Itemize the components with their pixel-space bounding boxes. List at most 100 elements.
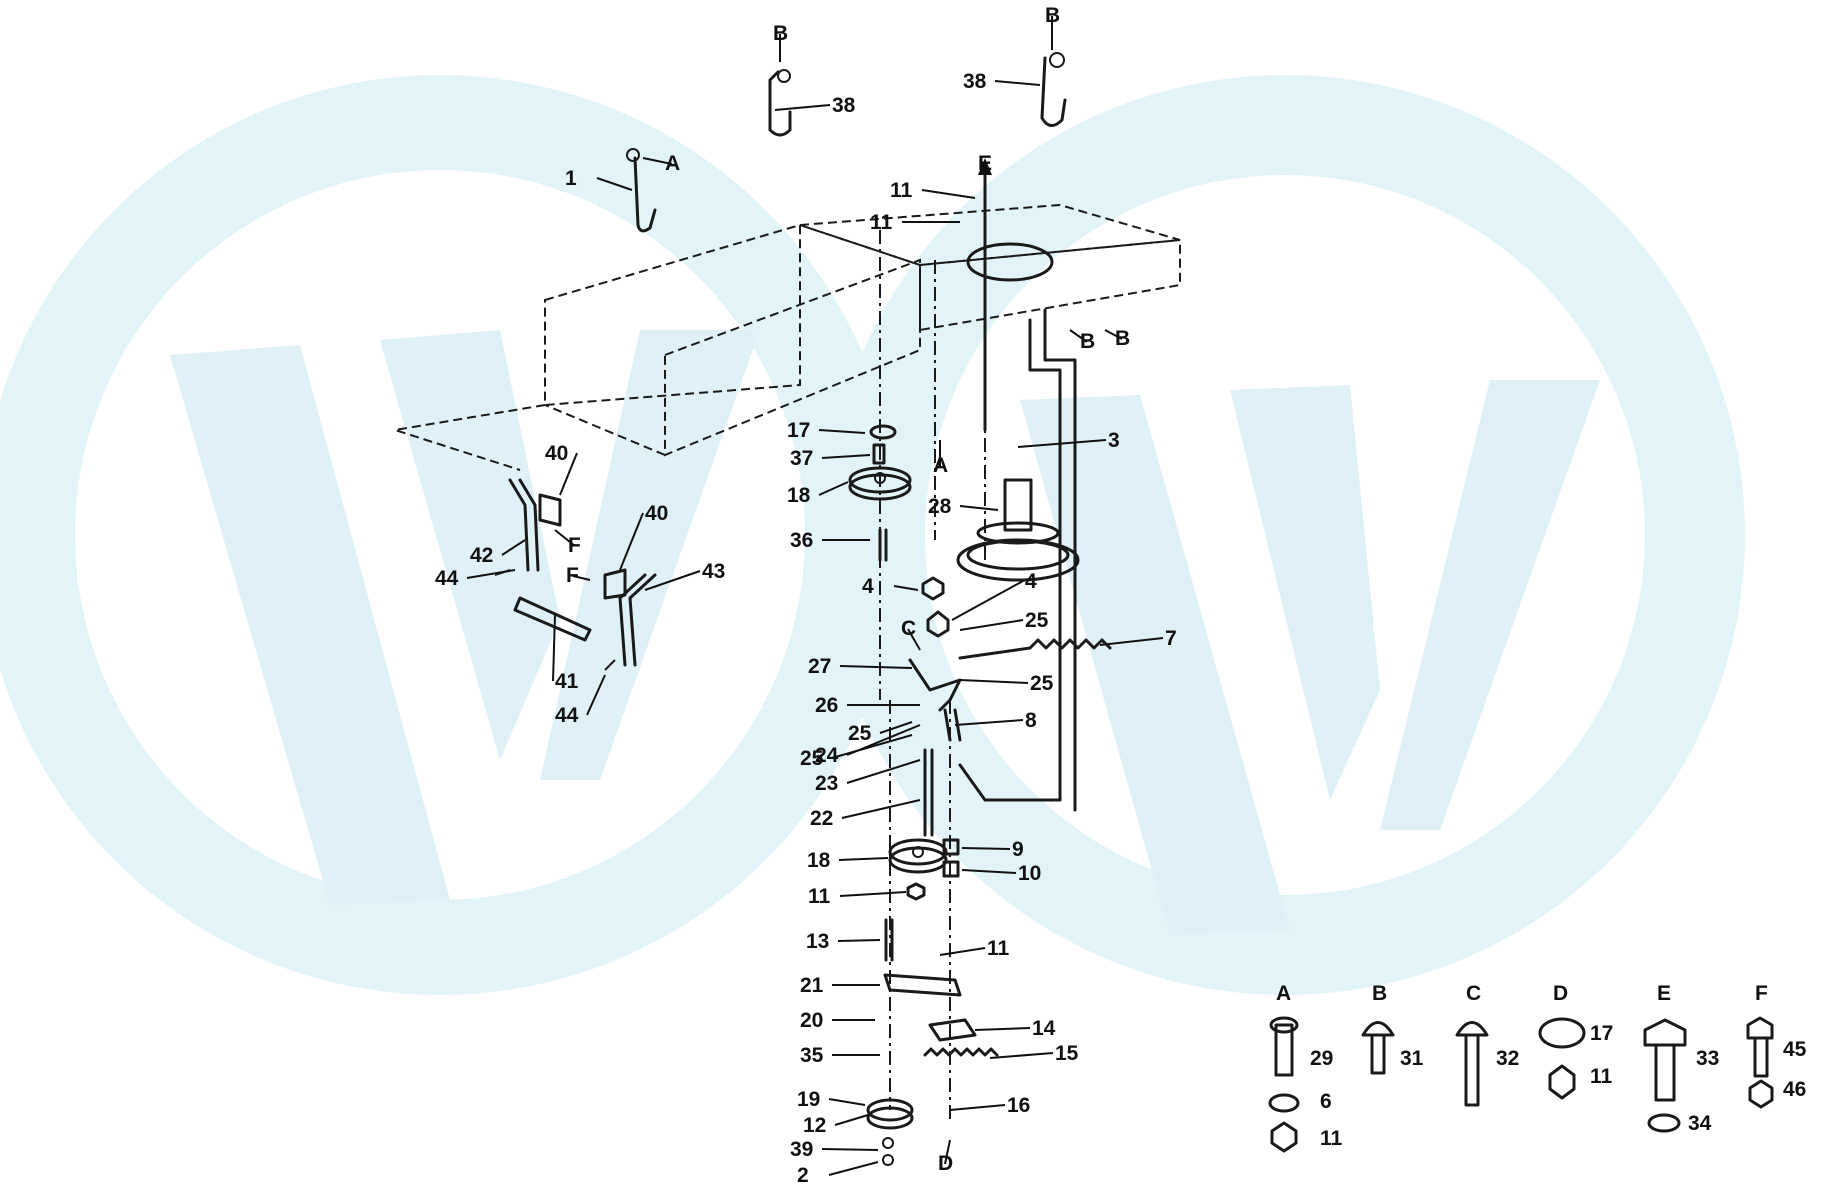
part-callout-35: 35 xyxy=(800,1044,824,1067)
part-callout-25: 25 xyxy=(800,747,824,770)
leader-line xyxy=(1099,637,1164,646)
part-callout-25: 25 xyxy=(1025,609,1049,632)
leader-line xyxy=(939,947,986,956)
part-callout-17: 17 xyxy=(787,419,810,442)
leader-line xyxy=(954,719,1024,726)
legend-part-number: 11 xyxy=(1320,1127,1343,1150)
hex-bolt-icon xyxy=(1746,1016,1774,1040)
leader-line xyxy=(893,585,919,591)
part-callout-24: 24 xyxy=(815,744,839,767)
legend-letter-D: D xyxy=(1553,982,1568,1005)
gear-icon xyxy=(825,75,1745,995)
part-callout-23: 23 xyxy=(815,772,838,795)
leader-line xyxy=(879,721,913,734)
rod-38-left xyxy=(768,69,792,137)
carriage-bolt-icon xyxy=(1455,1021,1489,1037)
leader-line xyxy=(586,674,606,716)
nut-icon xyxy=(1748,1079,1774,1109)
connector-line xyxy=(944,1139,951,1165)
leader-line xyxy=(818,481,849,496)
leader-line xyxy=(838,857,889,861)
connector-letter-E: E xyxy=(978,152,992,175)
connector-letter-F: F xyxy=(566,564,579,587)
legend-part-number: 32 xyxy=(1496,1047,1519,1070)
part-callout-18: 18 xyxy=(807,849,831,872)
part-callout-39: 39 xyxy=(790,1138,813,1161)
leader-line xyxy=(839,891,907,897)
part-callout-10: 10 xyxy=(1018,862,1041,885)
legend-letter-B: B xyxy=(1372,982,1387,1005)
leader-line xyxy=(828,1098,866,1106)
part-callout-18: 18 xyxy=(787,484,811,507)
legend-part-number: 29 xyxy=(1310,1047,1333,1070)
leader-line xyxy=(1017,439,1107,448)
part-callout-22: 22 xyxy=(810,807,833,830)
connector-line xyxy=(1069,329,1088,343)
legend-letter-E: E xyxy=(1657,982,1671,1005)
leader-line xyxy=(821,454,871,459)
lift-lever-rod xyxy=(958,308,1077,812)
legend-part-number: 17 xyxy=(1590,1022,1613,1045)
part-callout-14: 14 xyxy=(1032,1017,1056,1040)
leader-line xyxy=(959,619,1024,631)
connector-line xyxy=(642,157,673,165)
leader-line xyxy=(994,80,1041,86)
connector-letter-B: B xyxy=(1045,4,1060,27)
leader-line xyxy=(837,939,881,942)
connector-letter-C: C xyxy=(901,617,916,640)
legend-part-number: 34 xyxy=(1688,1112,1712,1135)
part-callout-11: 11 xyxy=(987,937,1010,960)
leader-line xyxy=(951,580,1024,621)
leader-line xyxy=(466,569,516,579)
leader-line xyxy=(959,505,999,511)
connector-letter-A: A xyxy=(933,454,948,477)
part-callout-25: 25 xyxy=(1030,672,1054,695)
connector-letter-A: A xyxy=(665,152,680,175)
leader-line xyxy=(552,614,556,682)
leader-line xyxy=(839,665,913,669)
lock-washer-icon xyxy=(1268,1093,1300,1113)
part-callout-15: 15 xyxy=(1055,1042,1079,1065)
connector-letter-F: F xyxy=(568,534,581,557)
part-callout-25: 25 xyxy=(848,722,872,745)
part-callout-20: 20 xyxy=(800,1009,823,1032)
bolt-icon xyxy=(1274,1023,1294,1077)
part-callout-38: 38 xyxy=(963,70,987,93)
legend-letter-A: A xyxy=(1276,982,1291,1005)
leader-line xyxy=(974,1027,1031,1031)
carriage-bolt-icon xyxy=(1361,1021,1395,1037)
nut-icon xyxy=(1548,1064,1576,1100)
connector-letter-B: B xyxy=(1080,330,1095,353)
part-callout-1: 1 xyxy=(565,167,577,190)
leader-line xyxy=(596,177,633,191)
part-callout-12: 12 xyxy=(803,1114,826,1137)
part-callout-2: 2 xyxy=(797,1164,809,1183)
leader-line xyxy=(644,570,701,591)
part-callout-11: 11 xyxy=(870,211,893,234)
part-callout-44: 44 xyxy=(555,704,579,727)
part-callout-11: 11 xyxy=(890,179,913,202)
part-callout-16: 16 xyxy=(1007,1094,1030,1117)
leader-line xyxy=(559,452,578,496)
nut-icon xyxy=(1270,1121,1298,1153)
part-callout-8: 8 xyxy=(1025,709,1037,732)
rod-38-right xyxy=(1040,52,1067,127)
part-callout-27: 27 xyxy=(808,655,831,678)
legend-part-number: 11 xyxy=(1590,1065,1613,1088)
leader-line xyxy=(989,1052,1054,1059)
part-callout-26: 26 xyxy=(815,694,838,717)
legend-part-number: 45 xyxy=(1783,1038,1807,1061)
part-callout-28: 28 xyxy=(928,495,952,518)
connector-line xyxy=(554,529,576,547)
lock-washer-icon xyxy=(1647,1113,1681,1133)
part-callout-41: 41 xyxy=(555,670,579,693)
leader-line xyxy=(834,1114,869,1126)
part-callout-21: 21 xyxy=(800,974,824,997)
gear-icon xyxy=(0,75,900,995)
part-callout-43: 43 xyxy=(702,560,725,583)
leader-line xyxy=(501,539,526,556)
part-callout-4: 4 xyxy=(1025,570,1037,593)
part-callout-37: 37 xyxy=(790,447,813,470)
part-callout-44: 44 xyxy=(435,567,459,590)
part-callout-13: 13 xyxy=(806,930,829,953)
